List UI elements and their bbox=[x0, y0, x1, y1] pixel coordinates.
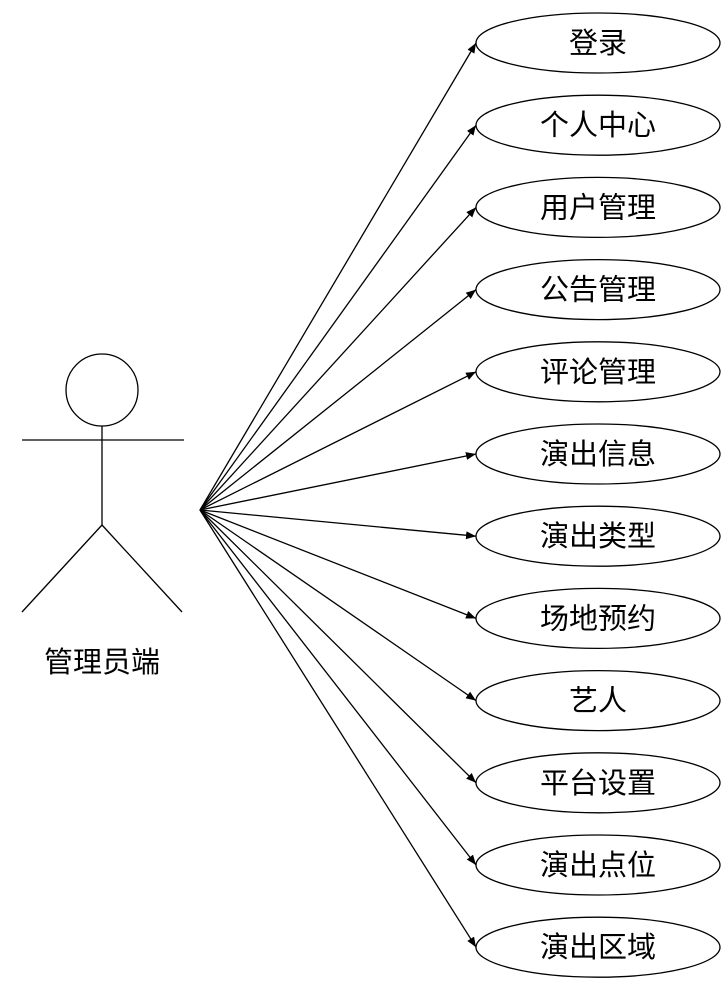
use-case-ellipse bbox=[475, 94, 721, 156]
actor: 管理员端 bbox=[21, 353, 184, 679]
use-case: 演出点位 bbox=[475, 834, 721, 896]
use-case-ellipse bbox=[475, 834, 721, 896]
use-cases: 登录个人中心用户管理公告管理评论管理演出信息演出类型场地预约艺人平台设置演出点位… bbox=[475, 12, 721, 978]
use-case: 演出区域 bbox=[475, 916, 721, 978]
use-case-label: 演出信息 bbox=[540, 437, 656, 471]
use-case-ellipse bbox=[475, 916, 721, 978]
association-arrow bbox=[199, 509, 477, 948]
association-arrow bbox=[199, 124, 477, 511]
actor-left-leg bbox=[21, 524, 103, 613]
use-case: 演出类型 bbox=[475, 505, 721, 567]
association-arrow bbox=[199, 509, 477, 620]
actor-right-leg bbox=[101, 524, 183, 613]
use-case-label: 登录 bbox=[569, 26, 627, 60]
stick-figure-actor-icon bbox=[21, 353, 184, 613]
association-arrow bbox=[199, 371, 477, 511]
association-arrow bbox=[199, 509, 477, 784]
use-case-ellipse bbox=[475, 752, 721, 814]
use-case-ellipse bbox=[475, 587, 721, 650]
association-arrow bbox=[199, 206, 477, 511]
use-case-label: 场地预约 bbox=[540, 601, 656, 635]
associations bbox=[199, 42, 477, 948]
use-case-ellipse bbox=[475, 341, 721, 403]
use-case-label: 用户管理 bbox=[540, 190, 656, 224]
use-case-ellipse bbox=[475, 176, 721, 239]
use-case-label: 个人中心 bbox=[540, 108, 656, 142]
use-case-ellipse bbox=[475, 12, 721, 74]
association-arrow bbox=[199, 509, 477, 540]
use-case-label: 艺人 bbox=[569, 684, 627, 718]
use-case-label: 演出点位 bbox=[540, 848, 656, 882]
use-case: 平台设置 bbox=[475, 752, 721, 814]
use-case-label: 平台设置 bbox=[540, 766, 656, 800]
use-case-label: 公告管理 bbox=[540, 273, 656, 307]
use-case: 演出信息 bbox=[475, 423, 721, 485]
use-case-label: 演出类型 bbox=[540, 519, 656, 553]
use-case: 登录 bbox=[475, 12, 721, 74]
use-case: 个人中心 bbox=[475, 94, 721, 156]
use-case-ellipse bbox=[475, 669, 721, 732]
actor-head bbox=[65, 353, 139, 427]
association-arrow bbox=[199, 289, 477, 511]
use-case-label: 演出区域 bbox=[540, 930, 656, 964]
use-case: 公告管理 bbox=[475, 258, 721, 321]
use-case-ellipse bbox=[475, 258, 721, 321]
use-case-label: 评论管理 bbox=[540, 355, 656, 389]
use-case: 用户管理 bbox=[475, 176, 721, 239]
association-arrow bbox=[199, 509, 477, 702]
use-case: 场地预约 bbox=[475, 587, 721, 650]
use-case: 评论管理 bbox=[475, 341, 721, 403]
use-case-ellipse bbox=[475, 505, 721, 567]
actor-label: 管理员端 bbox=[44, 645, 160, 679]
association-arrow bbox=[199, 42, 477, 511]
use-case: 艺人 bbox=[475, 669, 721, 732]
use-case-ellipse bbox=[475, 423, 721, 485]
association-arrow bbox=[199, 509, 477, 866]
association-arrow bbox=[199, 452, 477, 511]
